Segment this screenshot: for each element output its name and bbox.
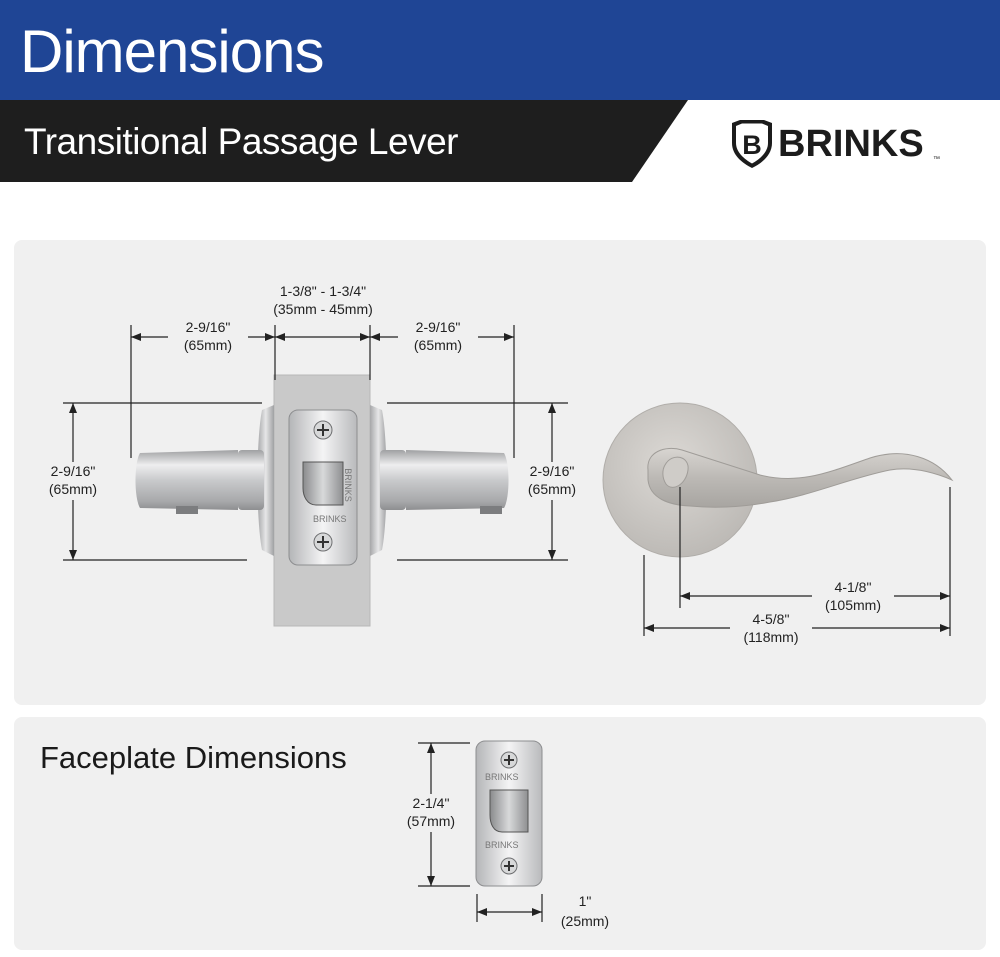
left-height-metric: (65mm) — [49, 481, 97, 497]
door-thickness-metric: (35mm - 45mm) — [273, 301, 373, 317]
lever-front-view — [602, 402, 954, 558]
lever-handle — [647, 447, 954, 508]
faceplate-arrowheads — [427, 743, 542, 916]
faceplate-drawing: BRINKS BRINKS — [475, 740, 543, 887]
left-lever-tip — [176, 506, 198, 514]
faceplate-engraving: BRINKS — [485, 772, 519, 782]
screw-icon — [313, 532, 333, 552]
left-height-label: 2-9/16" — [51, 463, 96, 479]
projection-label: 4-1/8" — [835, 579, 872, 595]
left-lever-body — [135, 450, 238, 510]
header-bar — [0, 0, 1000, 100]
latch-engraving: BRINKS — [313, 514, 347, 524]
right-rose — [370, 405, 387, 556]
screw-icon — [500, 751, 518, 769]
left-lever-shank — [238, 450, 264, 510]
projection-metric: (105mm) — [825, 597, 881, 613]
faceplate-height-metric: (57mm) — [407, 813, 455, 829]
right-lever-body — [406, 450, 509, 510]
left-length-metric: (65mm) — [184, 337, 232, 353]
side-view-arrowheads — [69, 333, 556, 560]
shield-icon: B — [732, 120, 772, 168]
side-view-assembly: BRINKS BRINKS — [135, 374, 509, 627]
lever-arrowheads — [644, 592, 950, 632]
screw-icon — [500, 857, 518, 875]
right-lever-shank — [380, 450, 406, 510]
latch-engraving: BRINKS — [343, 468, 353, 502]
right-height-metric: (65mm) — [528, 481, 576, 497]
faceplate-title: Faceplate Dimensions — [40, 740, 347, 775]
faceplate-width-metric: (25mm) — [561, 913, 609, 929]
left-length-label: 2-9/16" — [186, 319, 231, 335]
faceplate-latch-bolt — [489, 789, 529, 833]
right-length-metric: (65mm) — [414, 337, 462, 353]
right-lever-tip — [480, 506, 502, 514]
right-height-label: 2-9/16" — [530, 463, 575, 479]
right-length-label: 2-9/16" — [416, 319, 461, 335]
brand-name: BRINKS — [778, 123, 924, 165]
overall-length-metric: (118mm) — [744, 629, 799, 645]
door-thickness-label: 1-3/8" - 1-3/4" — [280, 283, 366, 299]
brand-logo: B ™ — [732, 120, 940, 168]
latch-bolt — [302, 461, 344, 506]
faceplate-engraving: BRINKS — [485, 840, 519, 850]
screw-icon — [313, 420, 333, 440]
trademark-symbol: ™ — [933, 156, 940, 163]
side-view-dimension-lines — [63, 325, 568, 561]
faceplate-width-label: 1" — [579, 893, 592, 909]
left-rose — [257, 405, 274, 556]
page-title: Dimensions — [20, 18, 324, 85]
product-name: Transitional Passage Lever — [24, 121, 458, 162]
shield-letter: B — [742, 130, 762, 160]
faceplate-height-label: 2-1/4" — [413, 795, 450, 811]
subheader-bar — [0, 100, 688, 182]
overall-length-label: 4-5/8" — [753, 611, 790, 627]
